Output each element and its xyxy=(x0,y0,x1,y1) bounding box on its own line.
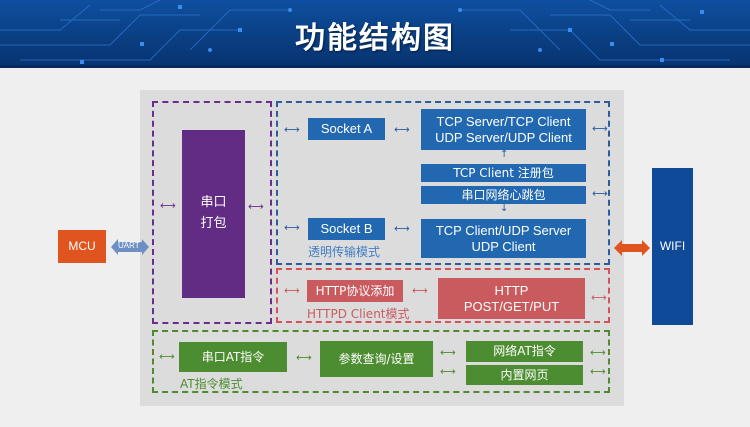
mcu-block: MCU xyxy=(58,230,106,263)
up-arrow-icon: ↑ xyxy=(500,149,509,160)
double-arrow-icon: ⟷ xyxy=(590,365,606,378)
http-methods-block: HTTP POST/GET/PUT xyxy=(438,278,585,319)
register-packet-block: TCP Client 注册包 xyxy=(421,164,586,182)
param-query-block: 参数查询/设置 xyxy=(320,341,433,377)
httpd-mode-group xyxy=(276,268,610,323)
protocols-b-line1: TCP Client/UDP Server xyxy=(435,222,572,238)
heartbeat-packet-block: 串口网络心跳包 xyxy=(421,186,586,204)
down-arrow-icon: ↓ xyxy=(500,203,509,214)
double-arrow-icon: ⟷ xyxy=(159,350,175,363)
double-arrow-icon: ⟷ xyxy=(284,284,300,297)
http-methods-line1: HTTP xyxy=(494,282,529,298)
double-arrow-icon: ⟷ xyxy=(440,365,456,378)
web-page-block: 内置网页 xyxy=(466,365,583,385)
protocols-a-block: TCP Server/TCP Client UDP Server/UDP Cli… xyxy=(421,109,586,150)
serial-pack-line2: 打包 xyxy=(200,216,227,231)
network-at-block: 网络AT指令 xyxy=(466,341,583,362)
protocols-b-block: TCP Client/UDP Server UDP Client xyxy=(421,219,586,258)
protocols-b-line2: UDP Client xyxy=(471,238,536,254)
uart-link-arrow xyxy=(111,239,149,255)
double-arrow-icon: ⟷ xyxy=(440,346,456,359)
protocols-a-line2: UDP Server/UDP Client xyxy=(435,129,572,145)
serial-at-block: 串口AT指令 xyxy=(179,342,287,372)
double-arrow-icon: ⟷ xyxy=(591,291,607,304)
title-banner: 功能结构图 xyxy=(0,0,750,68)
serial-pack-block: 串口 打包 xyxy=(182,130,245,298)
httpd-mode-label: HTTPD Client模式 xyxy=(307,307,410,321)
double-arrow-icon: ⟷ xyxy=(284,221,300,234)
at-mode-label: AT指令模式 xyxy=(180,377,243,391)
double-arrow-icon: ⟷ xyxy=(592,122,608,135)
double-arrow-icon: ⟷ xyxy=(248,200,264,213)
transparent-mode-group xyxy=(276,101,610,265)
double-arrow-icon: ⟷ xyxy=(394,123,410,136)
uart-label: UART xyxy=(118,241,140,250)
http-protocol-add-block: HTTP协议添加 xyxy=(307,280,403,302)
double-arrow-icon: ⟷ xyxy=(592,187,608,200)
socket-b-block: Socket B xyxy=(308,218,385,240)
double-arrow-icon: ⟷ xyxy=(284,123,300,136)
double-arrow-icon: ⟷ xyxy=(160,199,176,212)
socket-a-block: Socket A xyxy=(308,118,385,140)
transparent-mode-label: 透明传输模式 xyxy=(308,245,381,259)
http-methods-line2: POST/GET/PUT xyxy=(463,298,560,314)
wifi-block: WIFI xyxy=(652,168,693,325)
serial-pack-line1: 串口 xyxy=(200,195,227,211)
protocols-a-line1: TCP Server/TCP Client xyxy=(436,113,571,129)
page-title: 功能结构图 xyxy=(295,21,455,56)
double-arrow-icon: ⟷ xyxy=(296,351,312,364)
at-mode-group xyxy=(152,330,610,393)
double-arrow-icon: ⟷ xyxy=(394,222,410,235)
serial-pack-group xyxy=(152,101,272,324)
wifi-link-arrow xyxy=(614,240,650,256)
circuit-decoration xyxy=(0,0,750,64)
double-arrow-icon: ⟷ xyxy=(590,346,606,359)
double-arrow-icon: ⟷ xyxy=(412,284,428,297)
